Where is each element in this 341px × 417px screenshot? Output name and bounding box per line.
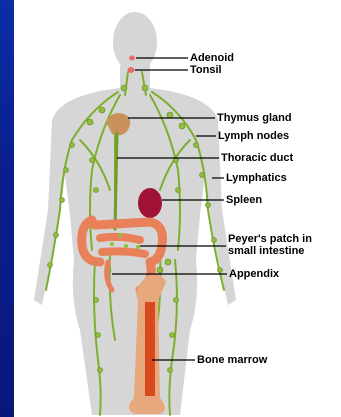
label-lymphatics: Lymphatics	[226, 172, 287, 184]
label-tonsil: Tonsil	[190, 64, 222, 76]
spleen-organ	[138, 188, 162, 218]
thoracic-duct-vessel	[115, 132, 117, 230]
label-thymus-gland: Thymus gland	[217, 112, 292, 124]
label-bone-marrow: Bone marrow	[197, 354, 267, 366]
adenoid-organ	[129, 56, 135, 61]
label-spleen: Spleen	[226, 194, 262, 206]
label-peyers-patch-line1: Peyer's patch in	[228, 233, 312, 245]
label-thoracic-duct: Thoracic duct	[221, 152, 293, 164]
bone-marrow-cavity	[145, 302, 155, 396]
label-lymph-nodes: Lymph nodes	[218, 130, 289, 142]
label-peyers-patch-line2: small intestine	[228, 245, 304, 257]
tonsil-organ	[128, 67, 135, 73]
label-appendix: Appendix	[229, 268, 279, 280]
label-adenoid: Adenoid	[190, 52, 234, 64]
